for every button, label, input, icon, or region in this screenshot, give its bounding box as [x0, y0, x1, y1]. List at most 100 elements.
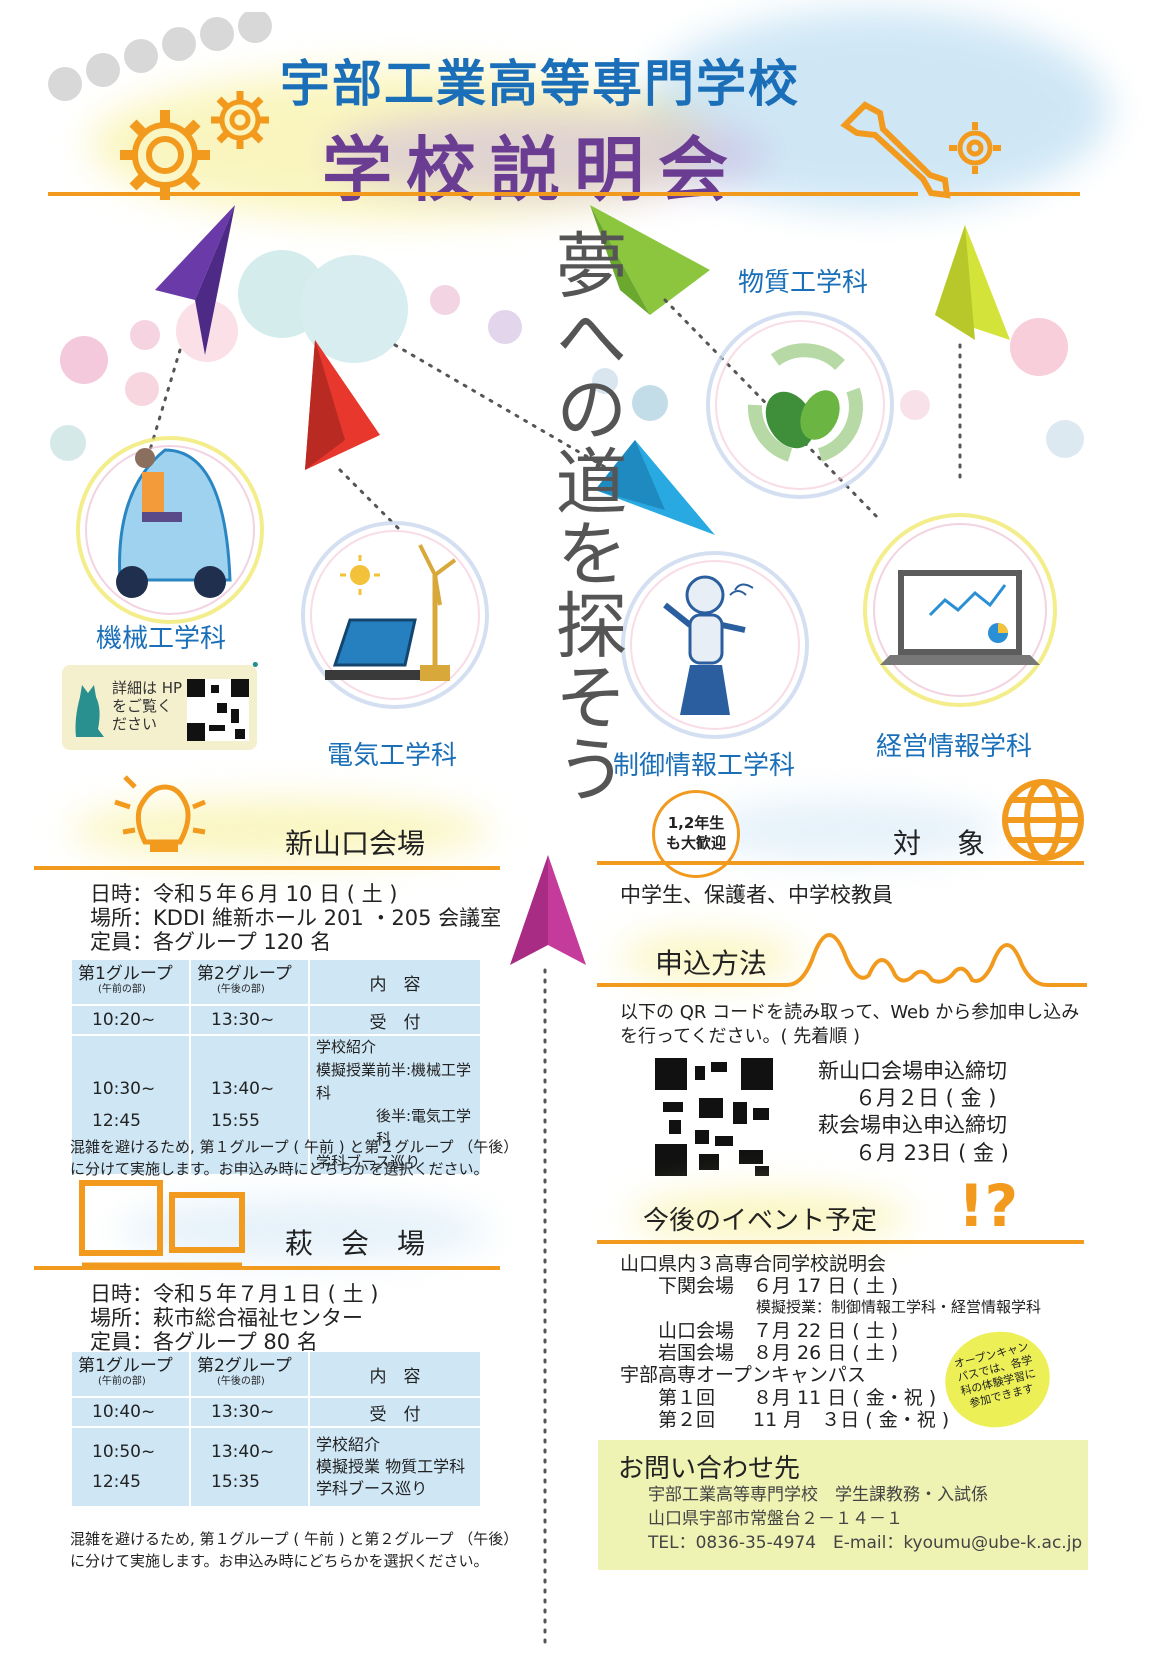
- table-cell: 学校紹介 模擬授業 物質工学科 学科ブース巡り: [310, 1428, 480, 1506]
- table-header-g2: 第2グループ: [197, 1356, 292, 1376]
- deadline1-date: ６月２日 ( 金 ): [855, 1086, 997, 1110]
- hagi-date: 日時：令和５年７月１日 ( 土 ): [90, 1282, 379, 1306]
- year-badge: [48, 12, 272, 101]
- event-joint: 山口県内３高専合同学校説明会: [620, 1253, 887, 1275]
- event-iwakuni: 岩国会場 ８月 26 日 ( 土 ): [658, 1342, 899, 1364]
- decor-dot: [430, 285, 460, 315]
- table-cell: 受 付: [310, 1398, 480, 1426]
- event-shimonoseki: 下関会場 ６月 17 日 ( 土 ): [658, 1275, 899, 1297]
- hp-note-line3: ださい: [112, 715, 158, 733]
- business-illustration: [850, 505, 1070, 715]
- event-shimonoseki-note: 模擬授業：制御情報工学科・経営情報学科: [756, 1298, 1042, 1316]
- event-open-campus: 宇部高専オープンキャンパス: [620, 1364, 866, 1386]
- hagi-schedule-table: 第1グループ(午前の部) 第2グループ(午後の部) 内 容 10:40~ 13:…: [70, 1350, 482, 1508]
- paper-plane-icon: [305, 340, 380, 470]
- application-heading: 申込方法: [655, 947, 768, 980]
- materials-illustration: [695, 305, 905, 505]
- hagi-heading: 萩 会 場: [285, 1227, 426, 1260]
- time-start: 10:50~: [92, 1442, 156, 1462]
- hagi-place: 場所：萩市総合福祉センター: [90, 1306, 363, 1330]
- table-header-g2: 第2グループ: [197, 964, 292, 984]
- content-line: 学校紹介: [316, 1435, 381, 1454]
- time-end: 15:35: [211, 1472, 260, 1492]
- decor-dot: [488, 310, 522, 344]
- table-cell: 10:40~: [72, 1398, 189, 1426]
- decor-dot: [50, 425, 86, 461]
- event-title: 学校説明会: [322, 129, 742, 211]
- table-header-g2-sub: (午後の部): [217, 984, 265, 995]
- globe-icon: [1002, 779, 1084, 861]
- header-wash-purple: [330, 110, 770, 200]
- hagi-note-1: 混雑を避けるため, 第１グループ ( 午前 ) と第２グループ （午後）: [70, 1530, 519, 1548]
- table-header-content: 内 容: [310, 1352, 480, 1396]
- shinyamaguchi-heading: 新山口会場: [285, 827, 426, 860]
- content-line: 模擬授業前半:機械工学科: [316, 1061, 472, 1102]
- section-divider: [597, 861, 1084, 865]
- decor-dot: [130, 320, 160, 350]
- time-end: 12:45: [92, 1472, 141, 1492]
- deadline1-label: 新山口会場申込締切: [818, 1059, 1007, 1083]
- time-end: 12:45: [92, 1111, 141, 1131]
- dept-label-electrical: 電気工学科: [327, 741, 458, 771]
- gear-icon: [211, 91, 269, 149]
- table-header-g1-sub: (午前の部): [98, 984, 146, 995]
- table-cell: 13:30~: [191, 1006, 308, 1034]
- shinyamaguchi-place: 場所：KDDI 維新ホール 201 ・205 会議室: [90, 906, 502, 930]
- hp-note-card: 詳細は HP をご覧く ださい: [62, 665, 257, 750]
- hagi-note-2: に分けて実施します。お申込み時にどちらかを選択ください。: [70, 1552, 489, 1570]
- header-underline: [942, 192, 1080, 196]
- application-qr-code[interactable]: [655, 1058, 773, 1176]
- section-wash: [700, 800, 1000, 860]
- contact-heading: お問い合わせ先: [618, 1454, 801, 1484]
- dept-label-business: 経営情報学科: [876, 732, 1033, 762]
- wave-line-decoration: [597, 933, 1087, 987]
- application-line1: 以下の QR コードを読み取って、Web から参加申し込み: [620, 1002, 1080, 1023]
- exclaim-question-icon: !?: [958, 1172, 1019, 1240]
- event-oc2: 第２回 11 月 ３日 ( 金・祝 ): [658, 1409, 950, 1431]
- mechanical-illustration: [60, 430, 280, 630]
- cat-icon: [75, 685, 104, 737]
- paper-plane-icon: [590, 205, 710, 315]
- paw-icon: •: [250, 655, 261, 676]
- decor-dot: [900, 390, 930, 420]
- table-cell: 10:50~ 12:45: [72, 1428, 189, 1506]
- computer-screen-icon: [79, 1180, 245, 1268]
- section-divider: [34, 866, 500, 870]
- content-line: 模擬授業 物質工学科: [316, 1457, 466, 1476]
- hp-qr-code[interactable]: [187, 679, 249, 741]
- content-line: 学校紹介: [316, 1038, 377, 1056]
- dept-label-control: 制御情報工学科: [613, 751, 796, 781]
- section-divider: [597, 1240, 1084, 1244]
- hp-note-line1: 詳細は HP: [112, 679, 183, 697]
- content-line: 後半:電気工学科: [376, 1107, 472, 1148]
- time-end: 15:55: [211, 1111, 260, 1131]
- content-line: 学科ブース巡り: [316, 1153, 421, 1171]
- section-divider: [34, 1266, 500, 1270]
- content-line: 学科ブース巡り: [316, 1479, 428, 1498]
- table-header-g2-sub: (午後の部): [217, 1376, 265, 1387]
- application-line2: を行ってください。( 先着順 ): [620, 1026, 861, 1047]
- time-start: 13:40~: [211, 1442, 275, 1462]
- hagi-capacity: 定員：各グループ 80 名: [90, 1330, 318, 1354]
- decor-dot: [592, 368, 618, 394]
- hp-note-line2: をご覧く: [112, 697, 173, 715]
- table-header-g1: 第1グループ: [78, 1356, 173, 1376]
- table-cell: 13:40~15:55: [191, 1036, 308, 1174]
- shinyamaguchi-schedule-table: 第1グループ(午前の部) 第2グループ(午後の部) 内 容 10:20~ 13:…: [70, 958, 482, 1176]
- table-header-g1: 第1グループ: [78, 964, 173, 984]
- table-cell: 10:30~ 12:45: [72, 1036, 189, 1174]
- shinyamaguchi-note-1: 混雑を避けるため, 第１グループ ( 午前 ) と第２グループ （午後）: [70, 1138, 519, 1156]
- table-header-content: 内 容: [310, 960, 480, 1004]
- wrench-icon: [840, 101, 951, 199]
- header-underline: [48, 192, 918, 196]
- shinyamaguchi-capacity: 定員：各グループ 120 名: [90, 930, 332, 954]
- contact-line2: 山口県宇部市常盤台２－１４－１: [648, 1509, 903, 1529]
- table-cell: 学校紹介 模擬授業前半:機械工学科 後半:電気工学科 学科ブース巡り: [310, 1036, 480, 1174]
- dept-label-materials: 物質工学科: [738, 268, 869, 298]
- grade-badge-line2: も大歓迎: [665, 834, 726, 852]
- decor-dot: [60, 336, 108, 384]
- section-wash: [620, 935, 800, 980]
- gear-icon: [949, 122, 1001, 174]
- time-start: 10:30~: [92, 1079, 156, 1099]
